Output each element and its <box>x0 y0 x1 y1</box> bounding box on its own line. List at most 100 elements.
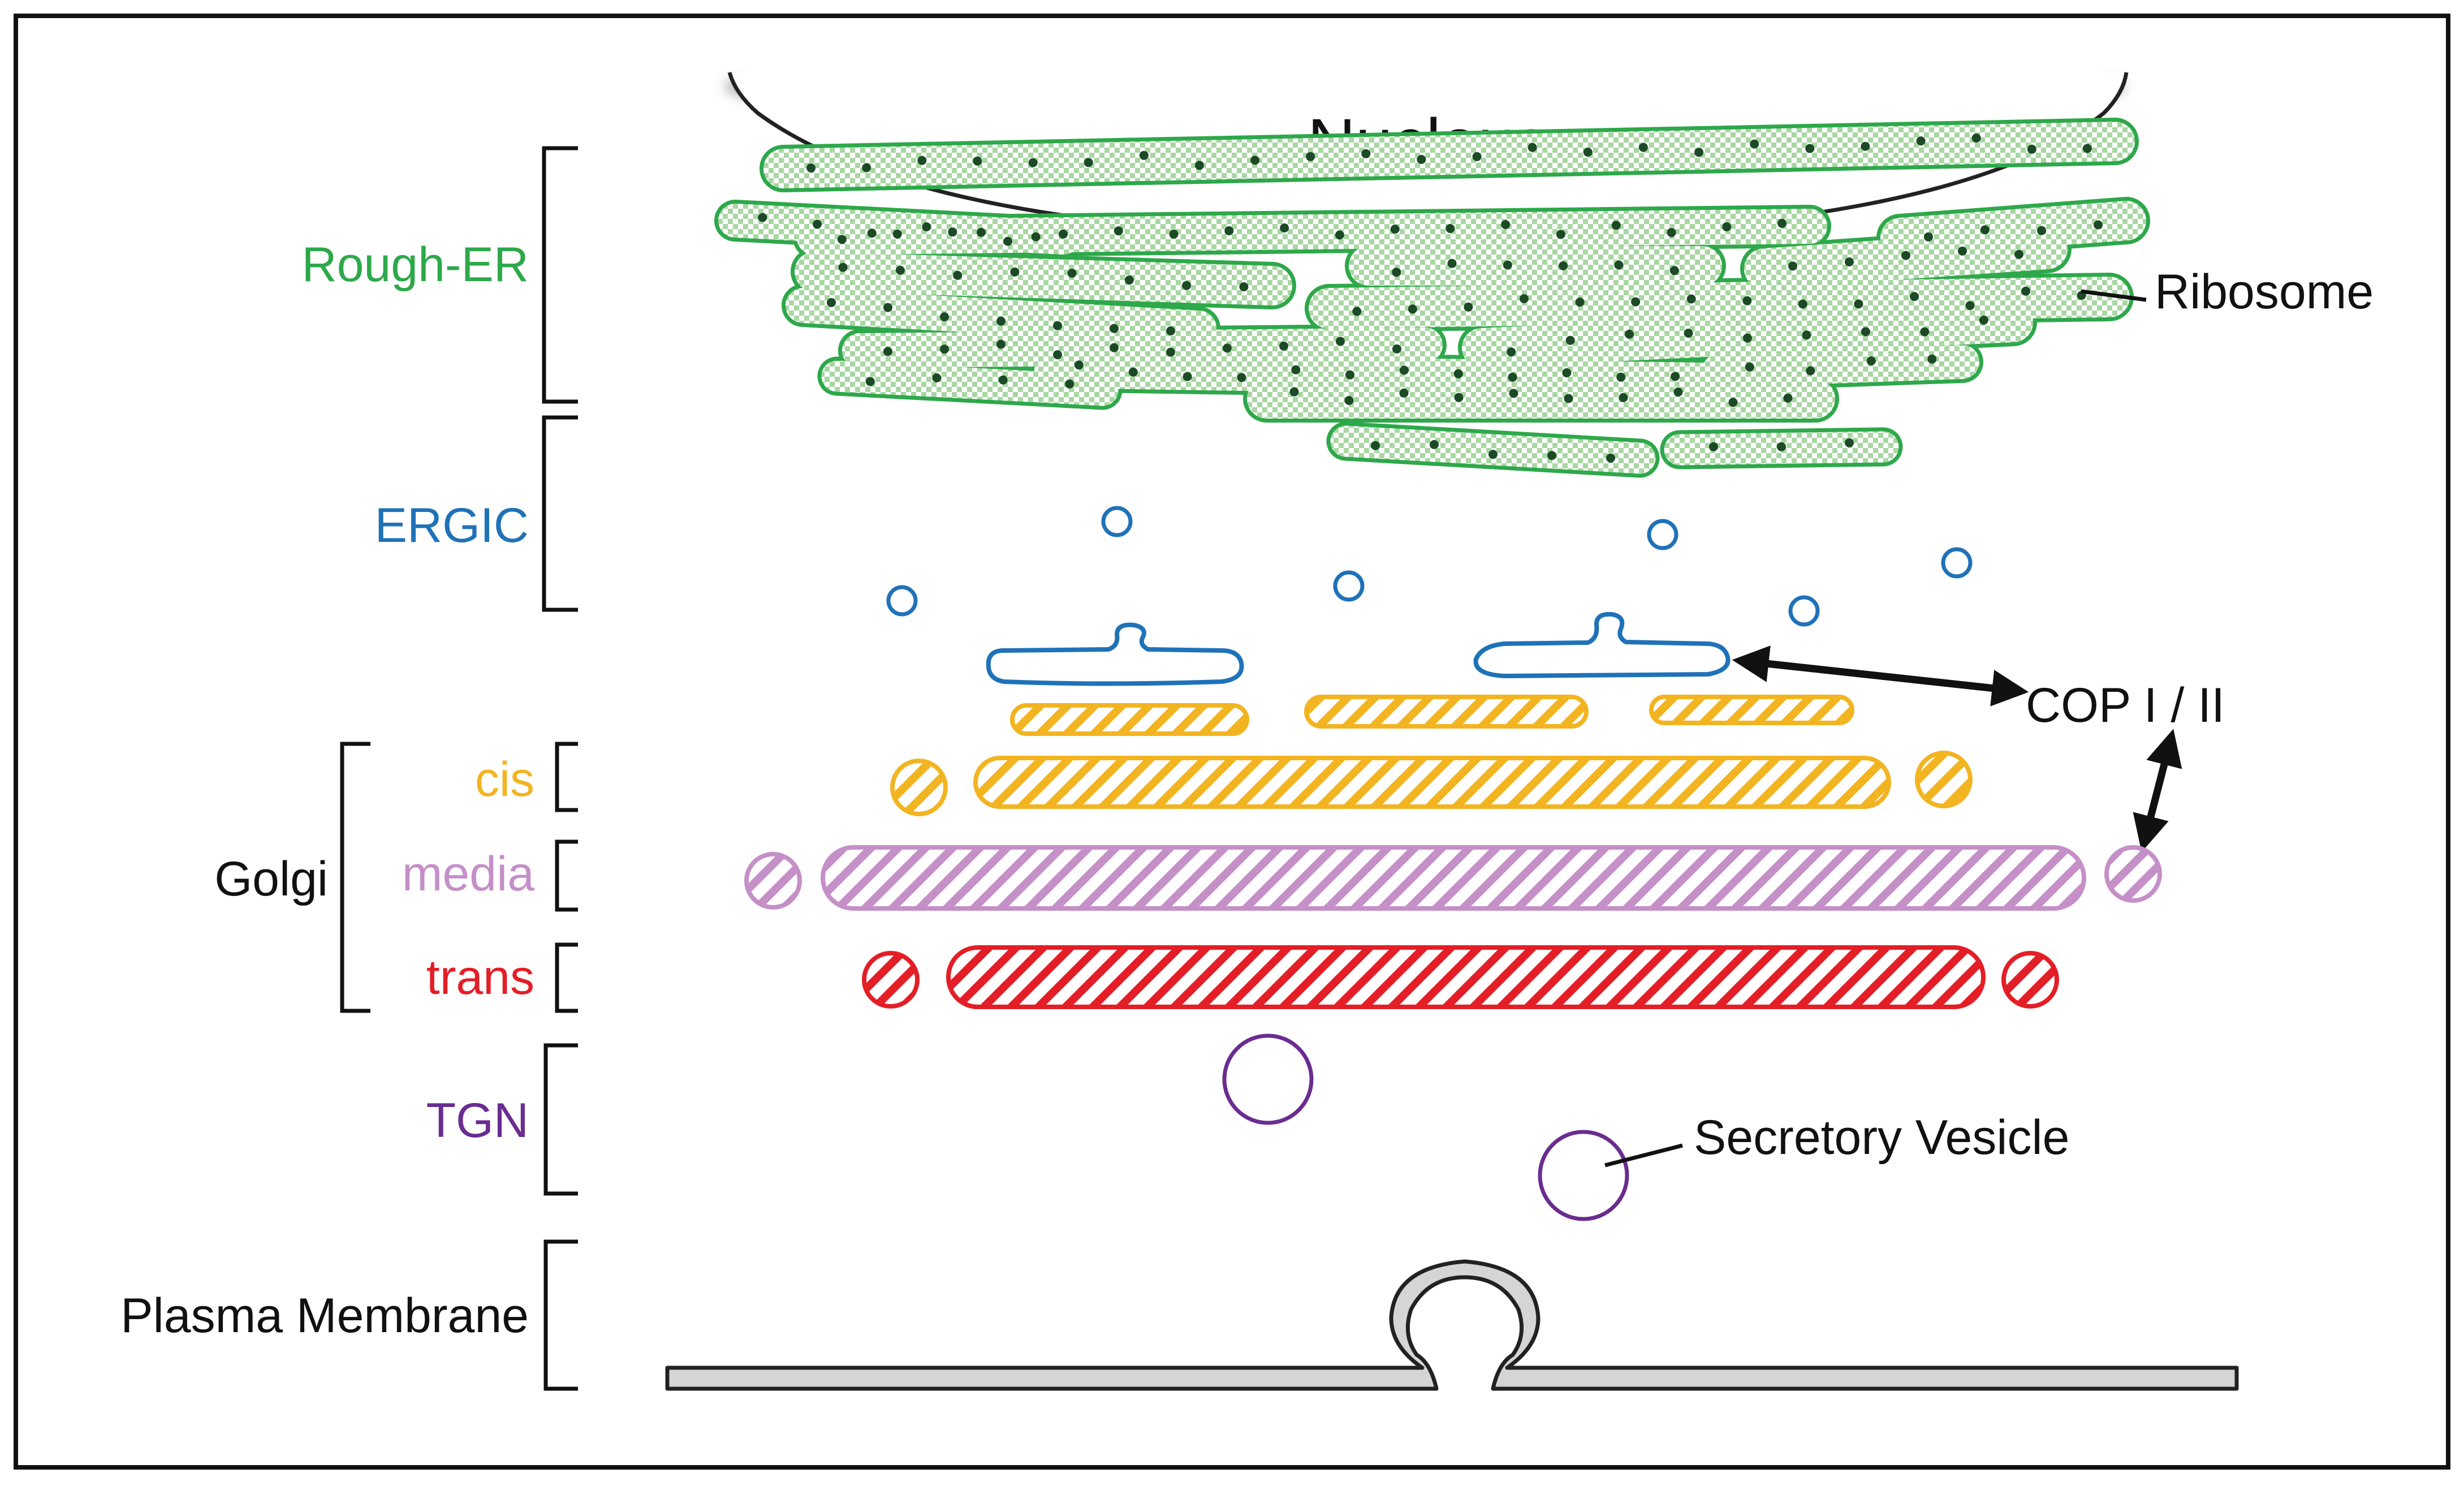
ribosome-dot <box>1743 333 1752 343</box>
ribosome-dot <box>1527 143 1537 152</box>
ribosome-dot <box>1169 229 1179 239</box>
ribosome-dot <box>1520 294 1529 303</box>
ribosome-dot <box>1728 398 1738 407</box>
ribosome-dot <box>1183 372 1192 381</box>
ribosome-dot <box>1306 152 1315 161</box>
rough-er-label: Rough-ER <box>301 238 529 292</box>
ribosome-dot <box>1361 149 1371 158</box>
trans-vesicle <box>862 951 920 1009</box>
ergic-label: ERGIC <box>375 498 529 553</box>
ribosome-dot <box>1611 221 1621 230</box>
ribosome-dot <box>838 262 848 272</box>
cis-small-cisterna <box>1304 695 1589 729</box>
ribosome-dot <box>1139 150 1149 160</box>
ribosome-dot <box>1777 442 1786 451</box>
ribosome-dot <box>1031 232 1041 242</box>
ribosome-dot <box>1166 347 1175 357</box>
ribosome-dot <box>1777 218 1787 228</box>
media-cisterna <box>821 845 2086 911</box>
ribosome-dot <box>1742 296 1752 305</box>
ribosome-dot <box>917 156 927 165</box>
ribosome-dot <box>1910 292 1919 301</box>
ribosome-dot <box>948 227 957 237</box>
ribosome-dot <box>1417 154 1426 164</box>
media-vesicle <box>744 852 802 910</box>
ribosome-dot <box>1583 148 1593 157</box>
cop-label: COP I / II <box>2026 678 2225 733</box>
ribosome-dot <box>1638 143 1648 152</box>
ribosome-dot <box>1927 354 1937 364</box>
ribosome-dot <box>1464 302 1473 312</box>
ribosome-dot <box>977 227 986 237</box>
ergic-cisterna <box>986 622 1244 686</box>
ribosome-dot <box>1750 139 1759 149</box>
ribosome-dot <box>1806 366 1815 376</box>
er-tubule <box>1880 201 2146 257</box>
golgi-trans <box>862 945 2059 1009</box>
ribosome-dot <box>1631 297 1641 307</box>
secretory-vesicle-pointer <box>1604 1143 1683 1168</box>
ergic-vesicle <box>1788 595 1820 627</box>
ribosome-dot <box>1067 269 1077 278</box>
tgn-vesicle <box>1222 1033 1314 1125</box>
cis-cisterna <box>973 756 1891 809</box>
ribosome-dot <box>1488 450 1498 459</box>
ribosome-dot <box>1625 329 1634 339</box>
trans-vesicle <box>2001 951 2059 1009</box>
ribosome-dot <box>1508 372 1517 382</box>
ribosome-dot <box>1861 327 1870 337</box>
ribosome-dot <box>1114 226 1123 236</box>
ergic-vesicle <box>886 585 918 617</box>
ribosome-dot <box>1224 226 1234 235</box>
trans-cisterna <box>946 945 1986 1009</box>
ribosome-dot <box>1280 223 1289 232</box>
ribosome-dot <box>1559 261 1568 270</box>
left-brackets <box>340 146 578 1391</box>
ribosome-dot <box>1980 225 1990 235</box>
ribosome-dot <box>1399 365 1409 375</box>
bracket-ergic <box>542 415 578 612</box>
ribosome-dot <box>2021 286 2031 296</box>
tgn-vesicles <box>1222 1033 1629 1221</box>
ribosome-dot <box>1182 281 1192 290</box>
ribosome-dot <box>1920 327 1930 337</box>
ribosome-dot <box>1053 321 1062 330</box>
ribosome-dot <box>1965 301 1975 311</box>
ribosome-dot <box>940 344 949 354</box>
ribosome-dot <box>1845 438 1854 447</box>
ribosome-dot <box>1958 246 1967 256</box>
cis-vesicle <box>890 759 948 816</box>
ribosome-dot <box>1237 373 1246 382</box>
ergic-vesicle <box>1333 570 1365 602</box>
ribosome-dot <box>1289 387 1299 397</box>
ribosome-dot <box>758 213 767 222</box>
ribosome-dot <box>1671 372 1680 381</box>
ribosome-dot <box>1084 158 1093 167</box>
ribosome-dot <box>1454 393 1464 402</box>
ribosome-dot <box>1392 344 1401 354</box>
ribosome-label: Ribosome <box>2155 265 2374 319</box>
ribosome-dot <box>837 235 847 244</box>
cis-label: cis <box>475 752 534 807</box>
ribosome-dot <box>1291 365 1301 374</box>
golgi-cis <box>890 695 1973 816</box>
ribosome-dot <box>1453 369 1463 378</box>
tgn-label: TGN <box>426 1093 529 1148</box>
ribosome-dot <box>2082 144 2092 153</box>
ribosome-dot <box>813 219 822 229</box>
ribosome-dot <box>1065 379 1075 389</box>
ribosome-dot <box>865 377 875 386</box>
ribosome-dot <box>1694 148 1704 157</box>
ribosome-dot <box>2037 226 2046 235</box>
bracket-trans <box>555 942 578 1013</box>
er-tubule <box>797 209 1827 255</box>
ribosome-dot <box>1788 261 1797 271</box>
ribosome-dot <box>1003 236 1013 246</box>
ribosome-dot <box>1430 440 1439 449</box>
ribosome-dot <box>1684 329 1693 338</box>
ribosome-dot <box>1503 260 1512 270</box>
cis-vesicle <box>1915 751 1973 808</box>
ergic-vesicle <box>1941 547 1973 579</box>
ribosome-dot <box>1575 298 1585 307</box>
